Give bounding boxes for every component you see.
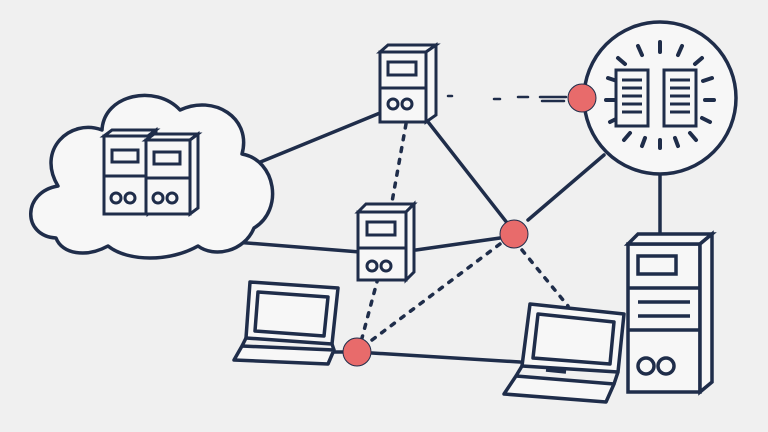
link-server-middle-hub-center xyxy=(414,236,502,252)
tower-server-icon xyxy=(623,230,717,396)
server-icon xyxy=(376,42,441,125)
link-hub-center-laptop-right xyxy=(520,248,570,308)
link-hub-bottom-hub-center xyxy=(370,242,502,342)
link-hub-center-datacenter xyxy=(526,153,606,222)
dotted-links xyxy=(360,122,570,342)
server-icon xyxy=(354,200,418,284)
cloud xyxy=(29,93,275,260)
laptop-icon xyxy=(502,302,626,404)
dashed-link-server-top-hub-top xyxy=(446,94,568,103)
connection-nodes xyxy=(342,83,597,367)
laptop-icon xyxy=(232,280,340,366)
connection-node xyxy=(567,83,597,113)
server-rack-icon xyxy=(662,68,698,128)
link-cloud-server-top xyxy=(256,111,382,165)
activity-rays-icon xyxy=(604,40,716,150)
datacenter xyxy=(582,20,738,176)
server-icon xyxy=(141,131,203,217)
link-server-middle-hub-bottom xyxy=(360,276,380,340)
connection-node xyxy=(499,219,529,249)
link-server-top-hub-center xyxy=(423,116,510,226)
server-rack-icon xyxy=(614,68,650,128)
link-server-top-server-middle xyxy=(390,122,408,204)
link-hub-bottom-laptop-right xyxy=(370,351,522,364)
connection-node xyxy=(342,337,372,367)
